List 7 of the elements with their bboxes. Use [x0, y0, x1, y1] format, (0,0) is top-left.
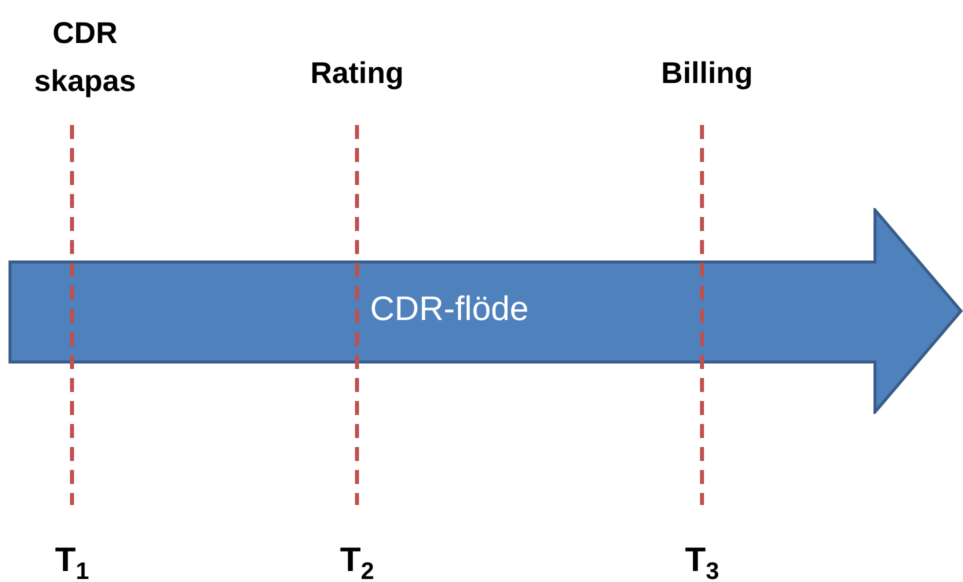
time-label: T$_{1}$: [55, 540, 90, 582]
stage-label: Rating: [309, 56, 405, 92]
time-label: T$_{3}$: [685, 540, 720, 582]
arrow-label: CDR-flöde: [370, 290, 529, 329]
stage-label: CDR skapas: [33, 16, 137, 100]
stage-label: Billing: [660, 56, 754, 92]
time-label: T$_{2}$: [340, 540, 374, 582]
